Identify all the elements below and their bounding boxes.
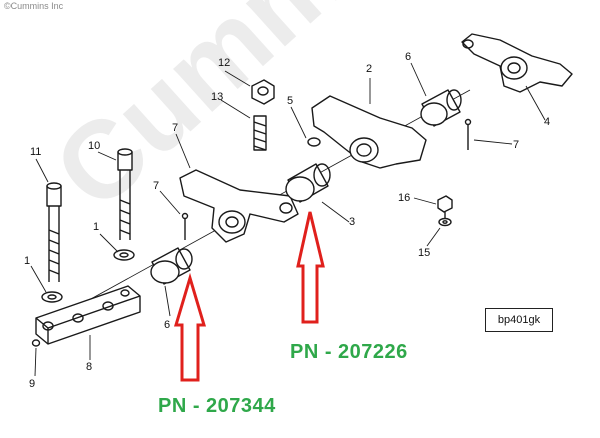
callout-7-left: 7 (153, 180, 159, 192)
copyright-notice: ©Cummins Inc (4, 1, 64, 11)
highlight-arrow-lower (173, 272, 207, 382)
callout-1-left: 1 (24, 255, 30, 267)
callout-16: 16 (398, 192, 410, 204)
callout-9: 8 (86, 361, 92, 373)
rocker-lever-8 (179, 169, 299, 243)
part-number-upper: PN - 207226 (290, 341, 408, 363)
callout-1-right: 1 (93, 221, 99, 233)
callout-12: 12 (218, 57, 230, 69)
callout-13: 13 (211, 91, 223, 103)
bolt-14 (46, 182, 62, 282)
callout-2: 2 (366, 63, 372, 75)
callout-15: 15 (418, 247, 430, 259)
part-number-lower: PN - 207344 (158, 395, 276, 417)
bushing-upper (420, 89, 462, 127)
plug-10 (31, 339, 41, 347)
callout-11: 10 (88, 140, 100, 152)
pin-7-right (464, 118, 472, 150)
washer-right (113, 249, 135, 261)
callout-labels: 11 10 1 1 9 8 6 7 7 12 13 5 3 2 6 4 7 16… (24, 51, 550, 390)
adjusting-screw-13 (253, 115, 267, 151)
callout-5: 4 (544, 116, 550, 128)
callout-8: 7 (172, 122, 178, 134)
callout-4: 5 (287, 95, 293, 107)
callout-3: 3 (349, 216, 355, 228)
callout-6-upper: 6 (405, 51, 411, 63)
reference-code: bp401gk (485, 308, 553, 332)
rocker-shaft-support (35, 285, 141, 345)
callout-10: 9 (29, 378, 35, 390)
callout-14: 11 (30, 146, 41, 158)
bolt-16 (437, 195, 453, 218)
callout-6-lower: 6 (164, 319, 170, 331)
highlight-arrows (173, 211, 325, 382)
callout-7-right: 7 (513, 139, 519, 151)
washer-left (41, 291, 63, 303)
highlight-arrow-upper (296, 211, 325, 324)
bushing-3 (285, 163, 331, 203)
bolt-11 (117, 148, 133, 240)
rocker-lever-5 (461, 33, 573, 93)
pin-7-left (181, 212, 189, 240)
nut-12 (251, 79, 275, 105)
bushing-lower (150, 247, 193, 285)
leader-lines (30, 62, 546, 377)
washer-15 (438, 217, 452, 227)
socket-4 (307, 137, 321, 147)
rocker-lever-2 (311, 95, 427, 169)
